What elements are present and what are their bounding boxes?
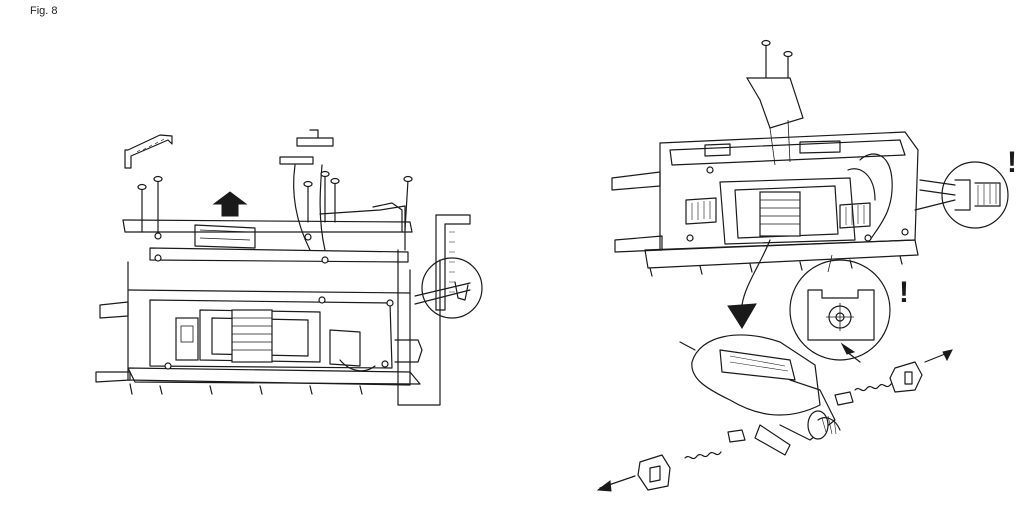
figure-label: Fig. 8 <box>30 5 58 17</box>
screws-right <box>761 39 793 86</box>
machine-body-left <box>95 261 423 395</box>
warning-symbol-top: ! <box>1007 146 1017 179</box>
lift-up-arrow <box>212 191 248 217</box>
callout-spring <box>941 161 1009 229</box>
machine-body-right <box>611 131 956 277</box>
left-panel <box>95 129 483 406</box>
side-bracket-left <box>397 214 483 406</box>
brush-assembly-left <box>596 429 746 492</box>
brush-assembly-right <box>834 349 953 406</box>
right-panel: ! ! <box>596 39 1017 492</box>
bracket-left <box>124 134 173 169</box>
removal-arrow <box>727 239 771 329</box>
screws-left <box>137 170 413 264</box>
upper-arm-cover <box>122 202 413 263</box>
callout-bracket <box>789 254 891 363</box>
motor <box>679 334 841 456</box>
cover-plate <box>745 77 804 129</box>
warning-symbol-bottom: ! <box>899 276 909 309</box>
